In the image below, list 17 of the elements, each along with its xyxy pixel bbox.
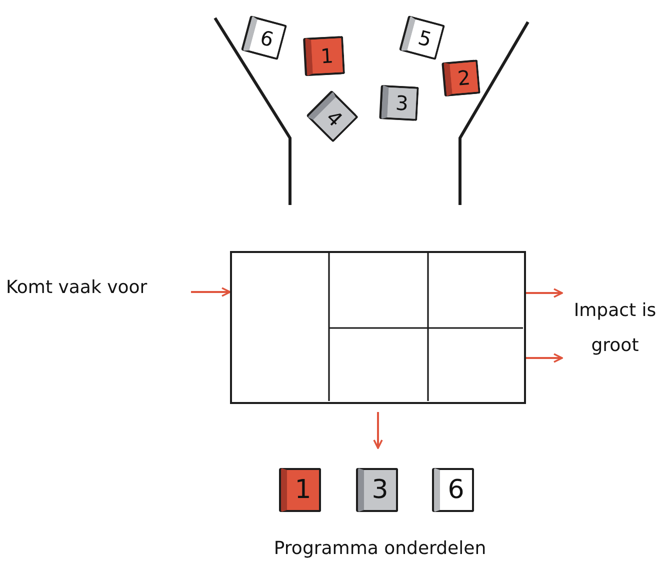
numbered-tile: 5 [400,16,446,60]
arrow [373,412,383,449]
numbered-tile: 3 [358,468,398,512]
arrow [191,287,231,297]
numbered-tile: 6 [434,468,474,512]
numbered-tile: 4 [308,92,358,142]
text-label: Komt vaak voor [6,270,191,305]
numbered-tile: 1 [281,468,321,512]
arrow [526,288,563,298]
numbered-tile: 1 [305,36,345,76]
text-label: Impact is groot [562,293,668,363]
numbered-tile: 3 [381,85,419,121]
numbered-tile: 6 [242,16,288,60]
caption-text: Programma onderdelen [274,538,486,559]
arrow [526,353,563,363]
matrix-grid [230,251,526,404]
numbered-tile: 2 [444,60,480,96]
